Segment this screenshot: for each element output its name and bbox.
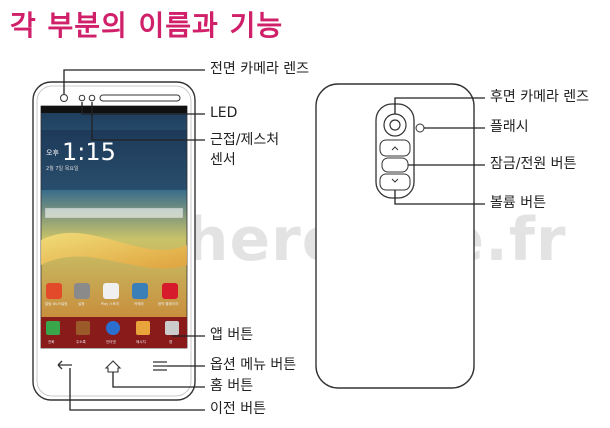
dock-messages-icon [136,321,150,335]
dock-label: 앱 [169,339,172,344]
app-label: 알림 Wi-Fi설정 [45,301,67,306]
label-app-button: 앱 버튼 [210,327,254,343]
back-phone-body [315,83,475,389]
label-proximity-line2: 센서 [210,152,236,168]
volume-down-chevron-icon [391,178,399,183]
page-title: 각 부분의 이름과 기능 [10,9,284,42]
front-screen [40,105,188,349]
callout-back [69,368,205,411]
flash-icon [415,123,425,133]
dock-label: 인터넷 [106,339,116,344]
dock-label: 메시지 [136,339,146,344]
volume-up-key [379,139,411,157]
app-icon [46,283,62,299]
dock-label: 전화 [48,339,55,344]
label-proximity-line1: 근접/제스처 [210,132,280,148]
label-led: LED [210,105,238,121]
label-flash: 플래시 [490,119,529,135]
callout-volume [394,190,485,205]
label-front-camera: 전면 카메라 렌즈 [210,61,310,77]
dock-apps-icon [165,321,179,335]
front-phone: 오후 1:15 2월 7일 목요일 알림 Wi-Fi설정 설정 Play 스토어… [32,81,196,401]
dock-internet-icon [106,321,120,335]
callout-led [81,102,205,115]
clock-time: 1:15 [62,138,116,166]
label-lock-power: 잠금/전원 버튼 [490,156,577,172]
clock-ampm: 오후 [46,149,59,157]
dock-contacts-icon [76,321,90,335]
back-callouts [394,97,485,205]
front-phone-inner-bezel [36,85,192,397]
status-bar [41,106,187,113]
label-home-button: 홈 버튼 [210,378,254,394]
clock-date: 2월 7일 목요일 [46,165,79,172]
dock-phone-icon [46,321,60,335]
home-app-row: 알림 Wi-Fi설정 설정 Play 스토어 카메라 음악 플레이어 [45,283,178,306]
app-label: Play 스토어 [101,301,119,306]
screen-search-bar [44,207,184,219]
proximity-sensor-dot [88,94,96,102]
dock-label: 주소록 [76,339,86,344]
app-icon [132,283,148,299]
wallpaper-ribbon [41,232,187,269]
menu-key-icon [153,361,167,371]
volume-up-chevron-icon [391,146,399,151]
front-camera-lens [60,94,68,102]
back-key-icon [57,360,72,370]
app-icon [162,283,178,299]
back-phone [315,83,475,389]
callout-home [112,372,205,388]
label-back-button: 이전 버튼 [210,401,266,417]
label-volume: 볼륨 버튼 [490,195,546,211]
label-rear-camera: 후면 카메라 렌즈 [490,89,590,105]
callout-proximity [91,102,205,141]
app-label: 음악 플레이어 [158,301,178,306]
front-callouts [63,69,205,411]
app-label: 설정 [78,301,84,306]
label-options-menu: 옵션 메뉴 버튼 [210,357,297,373]
callout-rear-camera [394,97,485,114]
callout-front-camera [63,69,205,94]
led-dot [78,94,86,102]
rear-camera-lens-inner [389,119,401,131]
power-key [381,157,409,173]
earpiece-speaker [99,94,181,102]
home-key-icon [104,360,122,373]
app-label: 카메라 [134,301,144,306]
app-icon [103,283,119,299]
app-icon [74,283,90,299]
